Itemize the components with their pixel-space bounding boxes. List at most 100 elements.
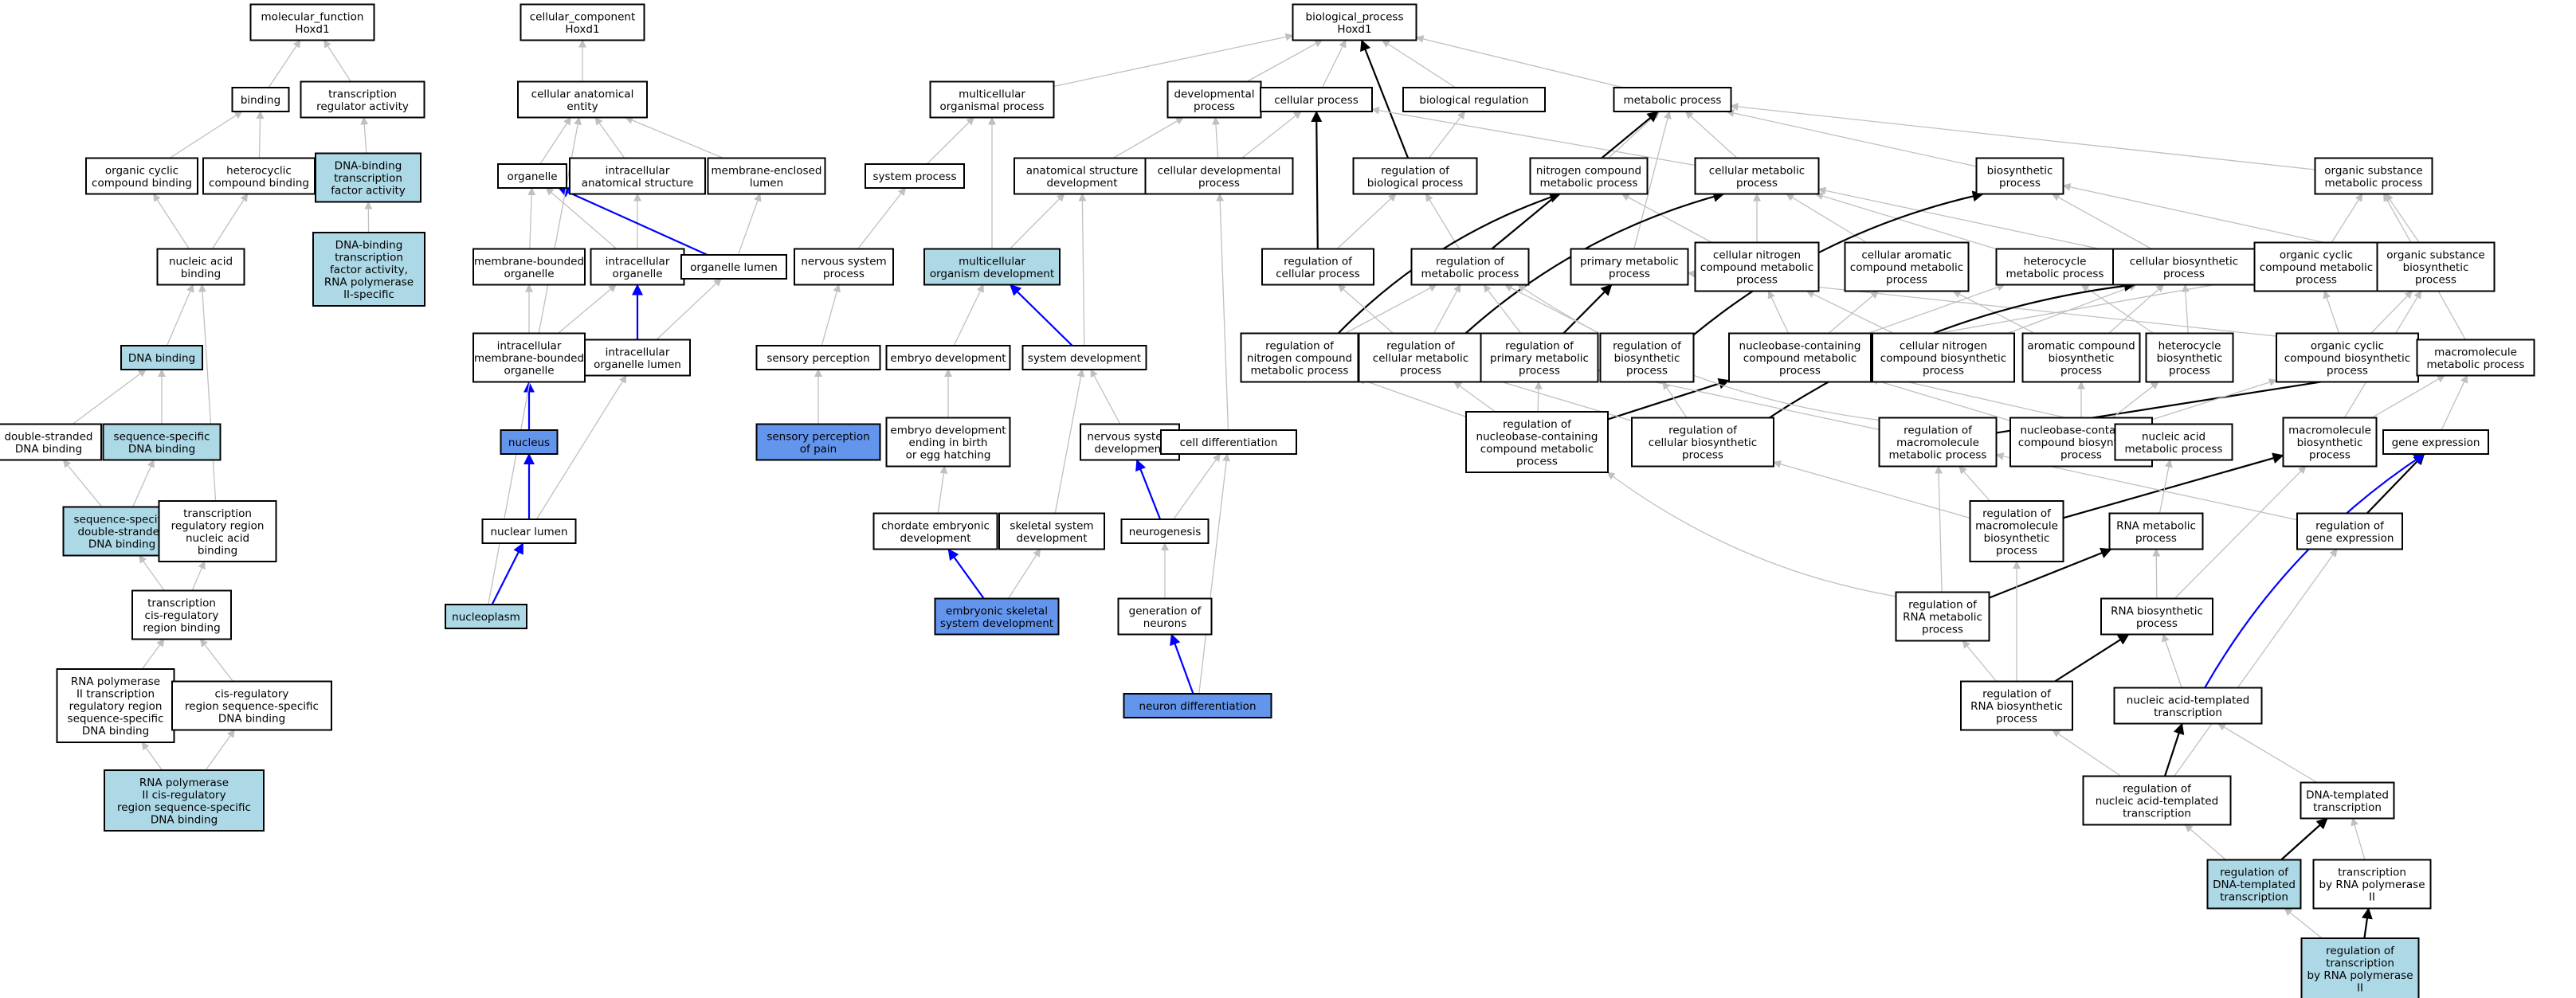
term-node-sd[interactable]: system development	[1021, 345, 1147, 370]
term-node-metp[interactable]: metabolic process	[1613, 87, 1732, 112]
edge-sysp-to-mop	[926, 116, 974, 165]
term-box	[590, 248, 685, 286]
term-node-sysp[interactable]: system process	[865, 163, 965, 189]
term-node-cellp[interactable]: cellular process	[1260, 87, 1373, 112]
term-box	[934, 597, 1060, 636]
term-node-bioreg[interactable]: biological regulation	[1402, 87, 1546, 112]
term-node-dnab[interactable]: DNA binding	[120, 345, 203, 370]
term-node-ol[interactable]: organelle lumen	[680, 254, 787, 280]
term-node-ge[interactable]: gene expression	[2382, 429, 2489, 455]
term-node-organelle[interactable]: organelle	[497, 163, 567, 189]
term-node-sp[interactable]: sensory perception	[755, 345, 881, 370]
term-node-rnbcmp[interactable]: regulation ofnucleobase-containingcompou…	[1465, 411, 1609, 473]
term-node-nl[interactable]: nuclear lumen	[481, 519, 577, 544]
edge-ssd-to-sd	[1054, 369, 1085, 514]
term-node-neurog[interactable]: neurogenesis	[1120, 519, 1210, 544]
term-node-ed[interactable]: embryo development	[885, 345, 1011, 370]
term-node-nd[interactable]: neuron differentiation	[1123, 693, 1272, 718]
term-label-line: biosynthetic	[1984, 532, 2050, 545]
term-node-nucleoplasm[interactable]: nucleoplasm	[445, 604, 527, 629]
term-node-nucleus[interactable]: nucleus	[500, 429, 559, 455]
term-node-celld[interactable]: cell differentiation	[1160, 429, 1297, 455]
term-node-rmbp[interactable]: regulation ofmacromoleculebiosyntheticpr…	[1969, 500, 2064, 562]
term-node-binding[interactable]: binding	[231, 87, 290, 112]
